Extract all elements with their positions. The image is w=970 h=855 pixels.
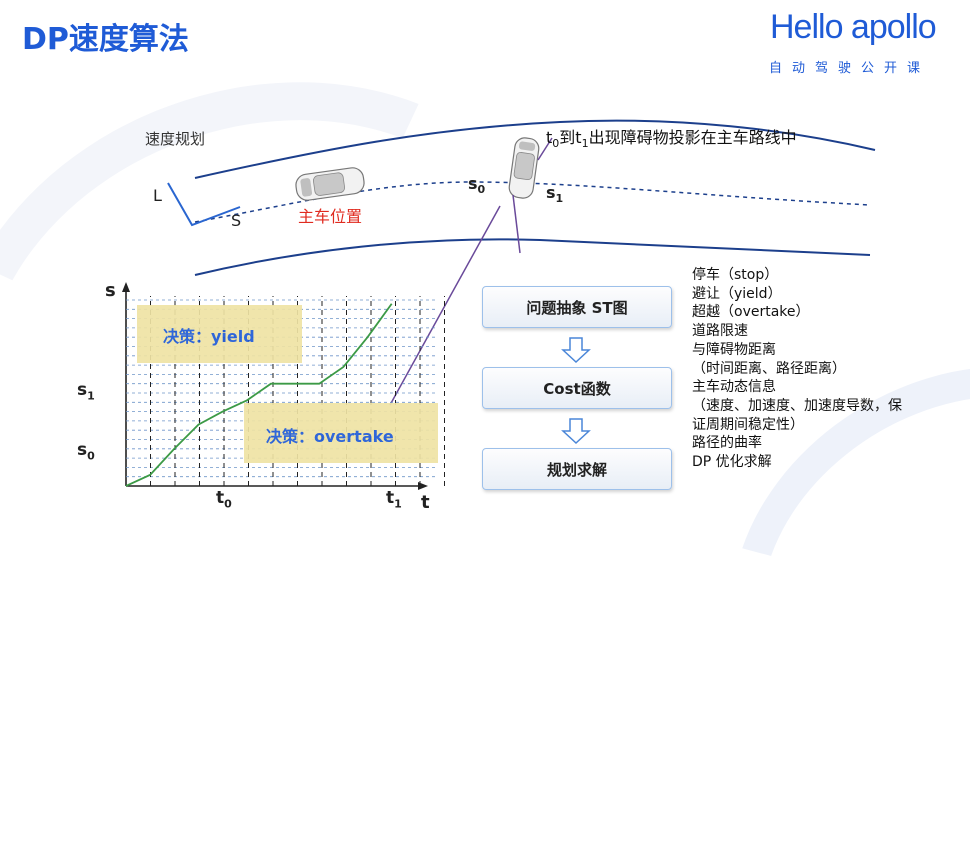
decision-overtake-label: 决策：overtake [266,427,394,446]
flow-step-st-abstraction: 问题抽象 ST图 [482,286,672,328]
note-item: （速度、加速度、加速度导数，保 [692,397,902,414]
st-tick-s0: s0 [77,440,95,463]
decision-overtake-region: 决策：overtake [244,403,438,463]
note-item: DP 优化求解 [692,454,772,470]
st-trajectory-line [125,303,393,487]
note-item: 道路限速 [692,323,748,340]
page-title: DP速度算法 [22,22,189,57]
note-item: （时间距离、路径距离） [692,360,846,377]
obstacle-annotation: t0到t1出现障碍物投影在主车路线中 [546,128,797,151]
speed-planning-label: 速度规划 [145,130,206,148]
brand-logo: Hello apollo [770,8,937,46]
ego-car-icon [295,167,365,201]
note-item: 超越（overtake） [692,304,810,321]
note-item: 路径的曲率 [692,435,762,452]
flow-arrow-2 [561,418,591,445]
note-item: 与障碍物距离 [692,341,776,358]
st-tick-s1: s1 [77,380,95,403]
st-x-axis-label: t [421,492,430,513]
st-tick-t1: t1 [386,488,402,511]
flow-arrow-1 [561,337,591,364]
decision-yield-label: 决策：yield [163,327,255,346]
road-lower-edge [194,238,871,276]
diagram-canvas [122,119,876,490]
obstacle-projection-s0 [512,194,521,254]
st-y-axis-label: s [105,280,116,301]
ego-position-label: 主车位置 [298,207,363,226]
obstacle-car-icon [508,137,540,199]
road-upper-edge [194,119,876,179]
note-item: 证周期间稳定性） [692,416,804,433]
axis-l-label: L [153,186,162,205]
annotation-pointer [537,137,553,161]
road-s0-label: s0 [468,174,486,197]
road-s1-label: s1 [546,183,564,206]
note-item: 避让（yield） [692,285,782,302]
brand-subtitle: 自动驾驶公开课 [769,61,931,76]
axis-s-label: S [231,211,242,230]
note-item: 停车（stop） [692,267,779,283]
decision-yield-region: 决策：yield [137,305,302,363]
road-center-dashed [194,181,871,223]
frenet-axes [167,182,241,227]
st-tick-t0: t0 [216,488,232,511]
st-y-arrow [122,282,130,292]
flow-step-planning-solve: 规划求解 [482,448,672,490]
note-item: 主车动态信息 [692,379,776,396]
flow-step-cost-function: Cost函数 [482,367,672,409]
